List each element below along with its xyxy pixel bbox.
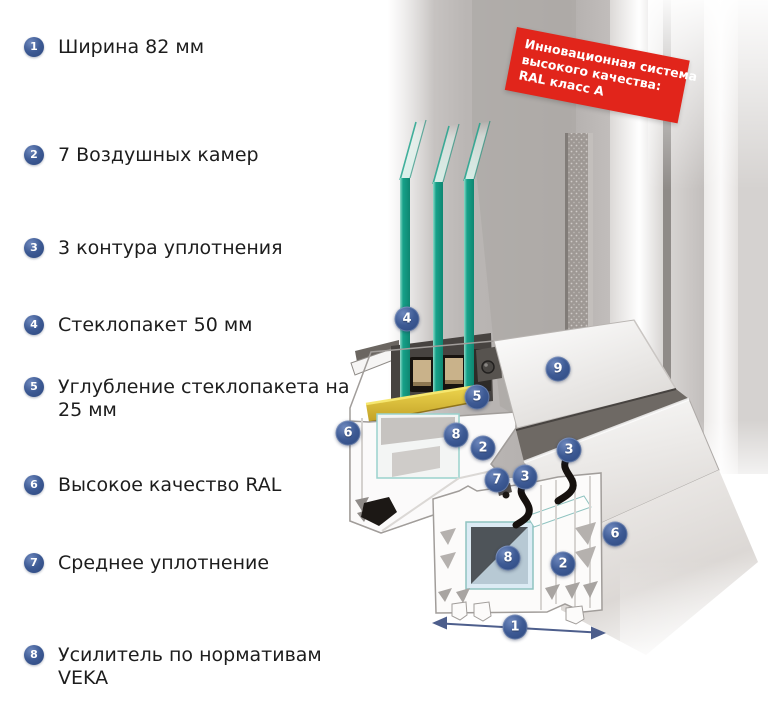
glass-pane-2 bbox=[432, 123, 460, 398]
feature-label: 7 Воздушных камер bbox=[58, 144, 259, 166]
frame-profile bbox=[432, 472, 603, 625]
feature-label: Среднее уплотнение bbox=[58, 552, 270, 574]
diagram-marker-3-a: 3 bbox=[512, 464, 538, 490]
feature-label: Усилитель по нормативам VEKA bbox=[58, 644, 322, 689]
feature-badge: 4 bbox=[24, 315, 44, 335]
feature-badge: 2 bbox=[24, 145, 44, 165]
glass-pane-1 bbox=[399, 119, 427, 398]
glass-pane-3 bbox=[463, 120, 491, 397]
diagram-marker-8-sash: 8 bbox=[443, 422, 469, 448]
feature-badge: 3 bbox=[24, 238, 44, 258]
feature-badge: 1 bbox=[24, 37, 44, 57]
glazing-clamp bbox=[476, 346, 502, 382]
feature-badge: 6 bbox=[24, 475, 44, 495]
feature-badge: 8 bbox=[24, 645, 44, 665]
diagram-marker-7: 7 bbox=[484, 467, 510, 493]
diagram-marker-8-frame: 8 bbox=[495, 545, 521, 571]
diagram-marker-2-frame: 2 bbox=[550, 551, 576, 577]
diagram-marker-4: 4 bbox=[394, 306, 420, 332]
diagram-marker-9: 9 bbox=[545, 356, 571, 382]
feature-item-glazing-depth: 5 Углубление стеклопакета на 25 мм bbox=[24, 376, 354, 422]
feature-item-width: 1 Ширина 82 мм bbox=[24, 36, 354, 59]
diagram-marker-6-sash: 6 bbox=[335, 420, 361, 446]
feature-label: Углубление стеклопакета на 25 мм bbox=[58, 376, 350, 421]
feature-item-seals: 3 3 контура уплотнения bbox=[24, 237, 354, 260]
feature-item-glazing: 4 Стеклопакет 50 мм bbox=[24, 314, 354, 337]
diagram-marker-1: 1 bbox=[502, 614, 528, 640]
diagram-marker-2-sash: 2 bbox=[470, 435, 496, 461]
feature-item-chambers: 2 7 Воздушных камер bbox=[24, 144, 354, 167]
feature-item-reinforcement: 8 Усилитель по нормативам VEKA bbox=[24, 644, 354, 690]
diagram-marker-3-b: 3 bbox=[556, 437, 582, 463]
feature-label: 3 контура уплотнения bbox=[58, 237, 283, 259]
feature-label: Стеклопакет 50 мм bbox=[58, 314, 253, 336]
feature-item-middle-seal: 7 Среднее уплотнение bbox=[24, 552, 354, 575]
feature-label: Высокое качество RAL bbox=[58, 474, 282, 496]
diagram-marker-5: 5 bbox=[464, 384, 490, 410]
feature-label: Ширина 82 мм bbox=[58, 36, 205, 58]
feature-badge: 5 bbox=[24, 377, 44, 397]
feature-badge: 7 bbox=[24, 553, 44, 573]
feature-item-ral-quality: 6 Высокое качество RAL bbox=[24, 474, 354, 497]
diagram-marker-6-frame: 6 bbox=[602, 521, 628, 547]
